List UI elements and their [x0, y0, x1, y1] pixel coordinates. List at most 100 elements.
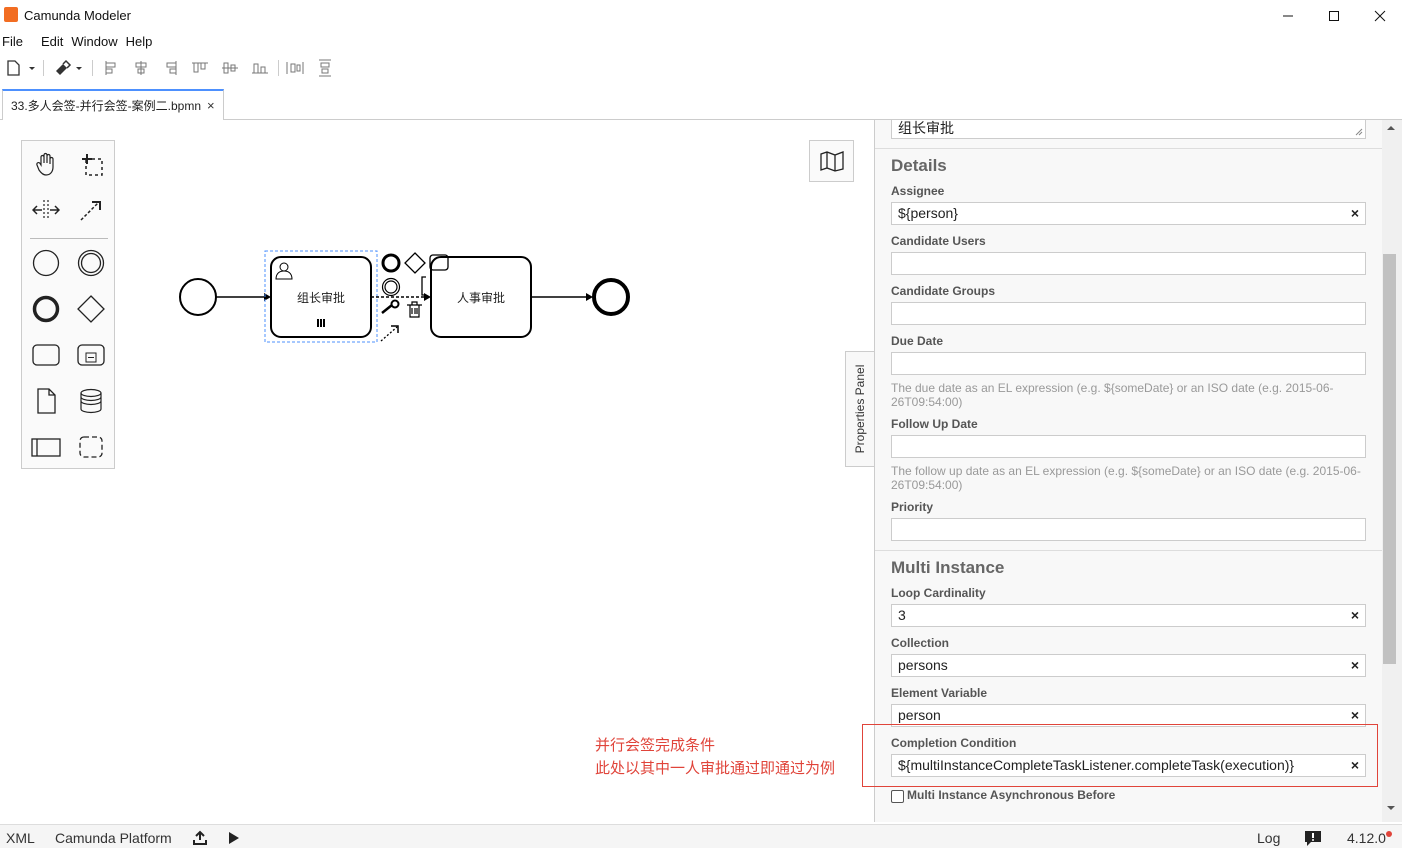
delete-icon[interactable] — [407, 301, 422, 318]
pool-icon — [31, 438, 61, 457]
tab-close-icon[interactable]: × — [207, 98, 215, 113]
create-pool[interactable] — [28, 429, 64, 465]
platform-label[interactable]: Camunda Platform — [55, 830, 172, 846]
end-event-icon — [32, 295, 60, 323]
async-before-checkbox[interactable] — [891, 790, 904, 803]
style-button[interactable] — [52, 58, 84, 78]
sequence-flow[interactable] — [216, 293, 271, 301]
clear-icon[interactable]: × — [1350, 657, 1359, 673]
follow-up-date-hint: The follow up date as an EL expression (… — [891, 464, 1361, 492]
loop-cardinality-label: Loop Cardinality — [891, 586, 986, 600]
menu-bar: File Edit Window Help — [0, 31, 1402, 53]
create-group[interactable] — [73, 429, 109, 465]
group-icon — [79, 436, 103, 458]
intermediate-event-icon — [77, 249, 105, 277]
end-event[interactable] — [592, 278, 630, 316]
menu-help[interactable]: Help — [125, 34, 153, 49]
start-event[interactable] — [179, 278, 217, 316]
append-intermediate-event-icon[interactable] — [381, 277, 401, 297]
palette-divider — [30, 238, 108, 239]
create-task[interactable] — [28, 337, 64, 373]
collection-input[interactable]: persons × — [891, 654, 1366, 677]
space-tool-icon — [32, 200, 60, 220]
clear-icon[interactable]: × — [1350, 757, 1359, 773]
sequence-flow[interactable] — [531, 293, 593, 301]
close-window-button[interactable] — [1357, 0, 1402, 31]
properties-panel-toggle[interactable]: Properties Panel — [845, 351, 874, 467]
global-connect-tool[interactable] — [73, 192, 109, 228]
align-left-button[interactable] — [101, 58, 121, 78]
scroll-up-icon[interactable] — [1386, 124, 1396, 132]
create-intermediate-event[interactable] — [73, 245, 109, 281]
create-data-store[interactable] — [73, 383, 109, 419]
maximize-button[interactable] — [1311, 0, 1357, 31]
due-date-label: Due Date — [891, 334, 944, 348]
scroll-thumb[interactable] — [1383, 254, 1396, 664]
menu-window[interactable]: Window — [71, 34, 118, 49]
close-icon — [1374, 10, 1386, 21]
space-tool[interactable] — [28, 192, 64, 228]
minimap-toggle-button[interactable] — [809, 140, 854, 182]
start-instance-icon[interactable] — [227, 831, 241, 845]
new-file-button[interactable] — [4, 58, 36, 78]
task-label-hr: 人事审批 — [456, 291, 505, 305]
append-text-annotation-icon[interactable] — [421, 276, 426, 296]
distribute-vertical-button[interactable] — [315, 58, 335, 78]
scroll-down-icon[interactable] — [1386, 804, 1396, 812]
hand-icon — [36, 152, 54, 176]
priority-input[interactable] — [891, 518, 1366, 541]
menu-edit[interactable]: Edit — [40, 34, 64, 49]
new-file-icon — [7, 60, 35, 76]
due-date-input[interactable] — [891, 352, 1366, 375]
assignee-input[interactable]: ${person} × — [891, 202, 1366, 225]
distribute-vertical-icon — [319, 59, 331, 77]
align-center-button[interactable] — [131, 58, 151, 78]
element-variable-input[interactable]: person × — [891, 704, 1366, 727]
clear-icon[interactable]: × — [1350, 205, 1359, 221]
align-right-icon — [166, 61, 177, 75]
lasso-tool[interactable] — [73, 146, 109, 182]
create-subprocess[interactable] — [73, 337, 109, 373]
user-task-icon — [275, 262, 293, 280]
name-textarea[interactable]: 组长审批 — [891, 120, 1366, 139]
align-bottom-button[interactable] — [250, 58, 270, 78]
change-type-icon[interactable] — [381, 299, 400, 314]
candidate-users-input[interactable] — [891, 252, 1366, 275]
completion-condition-input[interactable]: ${multiInstanceCompleteTaskListener.comp… — [891, 754, 1366, 777]
feedback-icon[interactable] — [1304, 829, 1322, 847]
maximize-icon — [1329, 10, 1339, 21]
log-button[interactable]: Log — [1257, 830, 1281, 846]
minimize-button[interactable] — [1265, 0, 1311, 31]
distribute-horizontal-icon — [286, 62, 304, 74]
follow-up-date-input[interactable] — [891, 435, 1366, 458]
append-end-event-icon[interactable] — [381, 253, 401, 273]
deploy-icon[interactable] — [192, 830, 208, 846]
create-start-event[interactable] — [28, 245, 64, 281]
map-icon — [819, 151, 844, 172]
minimize-icon — [1283, 15, 1293, 16]
clear-icon[interactable]: × — [1350, 607, 1359, 623]
distribute-horizontal-button[interactable] — [285, 58, 305, 78]
version-label: 4.12.0 — [1347, 830, 1386, 846]
append-gateway-icon[interactable] — [404, 252, 426, 274]
hand-tool[interactable] — [28, 146, 64, 182]
loop-cardinality-input[interactable]: 3 × — [891, 604, 1366, 627]
append-task-icon[interactable] — [429, 254, 449, 271]
align-top-button[interactable] — [190, 58, 210, 78]
xml-view-button[interactable]: XML — [6, 830, 35, 846]
clear-icon[interactable]: × — [1350, 707, 1359, 723]
diagram-canvas[interactable] — [0, 120, 874, 822]
create-gateway[interactable] — [73, 291, 109, 327]
toolbar-separator — [43, 60, 44, 76]
tab-bar: 33.多人会签-并行会签-案例二.bpmn × — [0, 87, 1402, 120]
update-badge — [1386, 831, 1392, 837]
align-middle-button[interactable] — [220, 58, 240, 78]
context-pad — [380, 252, 449, 342]
align-right-button[interactable] — [161, 58, 181, 78]
create-end-event[interactable] — [28, 291, 64, 327]
create-data-object[interactable] — [28, 383, 64, 419]
tab-bpmn-file[interactable]: 33.多人会签-并行会签-案例二.bpmn × — [2, 89, 224, 120]
menu-file[interactable]: File — [2, 34, 23, 49]
connect-icon[interactable] — [380, 325, 399, 342]
candidate-groups-input[interactable] — [891, 302, 1366, 325]
